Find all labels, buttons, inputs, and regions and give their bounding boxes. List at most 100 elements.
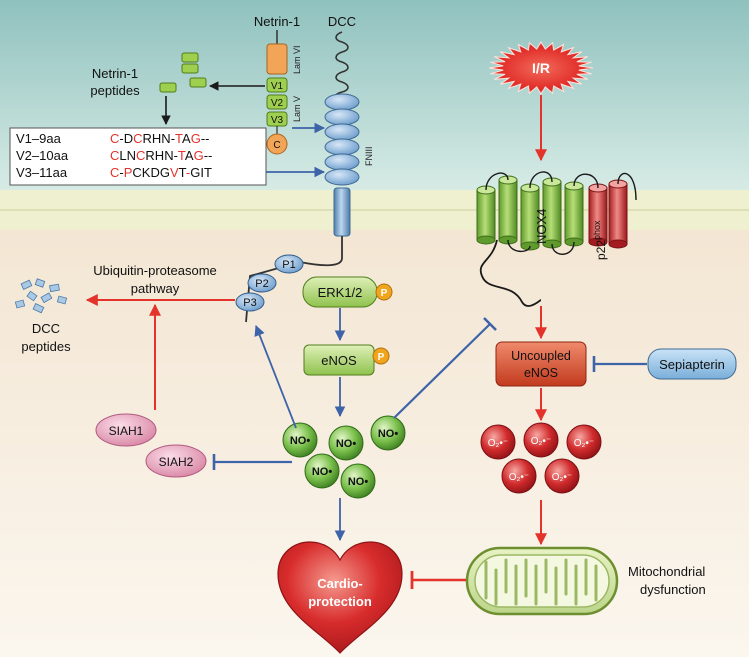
dcc-transmembrane: [333, 187, 351, 237]
c-domain-label: C: [273, 140, 280, 151]
v1-domain: [266, 77, 288, 93]
nitric-oxide-molecule: NO•: [370, 415, 406, 451]
nox4-complex: [476, 171, 637, 255]
dcc-label: DCC: [328, 14, 356, 29]
svg-text:NO•: NO•: [312, 466, 333, 478]
dcc-p2-site: P2: [247, 273, 277, 293]
enos-phospho-badge: P: [372, 347, 390, 365]
peptide-row: V3–11aa C-PCKDGVT-GIT: [16, 165, 212, 180]
dcc-receptor: DCC FNIII P1 P2 P3: [235, 14, 374, 323]
siah2-protein: SIAH2: [145, 444, 207, 478]
fniii-domain: [324, 93, 360, 111]
p22phox-label: p22phox: [592, 220, 608, 260]
lam-vi-label: Lam VI: [292, 45, 302, 74]
svg-text:NO•: NO•: [378, 428, 399, 440]
svg-text:SIAH2: SIAH2: [159, 455, 194, 469]
lam-vi-domain: [266, 43, 288, 75]
siah1-protein: SIAH1: [95, 413, 157, 447]
dcc-peptide-fragments-icon: [14, 278, 68, 314]
netrin-peptides-label-1: Netrin-1: [92, 66, 138, 81]
nox4-helix: [498, 175, 518, 245]
nitric-oxide-molecule: NO•: [304, 453, 340, 489]
nox4-intracellular-loops: [507, 239, 575, 255]
v2-domain: [266, 94, 288, 110]
c-domain: [266, 133, 288, 155]
nitric-oxide-molecule: NO•: [328, 425, 364, 461]
nitric-oxide-molecule: NO•: [282, 422, 318, 458]
netrin-peptides-icon: Netrin-1 peptides: [90, 52, 207, 98]
no-to-dcc-p-arrow: [254, 324, 297, 429]
svg-text:eNOS: eNOS: [524, 366, 558, 380]
svg-text:NO•: NO•: [290, 435, 311, 447]
fniii-domain: [324, 108, 360, 126]
peptide-sequence: C-PCKDGVT-GIT: [110, 165, 212, 180]
mito-label-2: dysfunction: [640, 582, 706, 597]
erk12-box: ERK1/2: [302, 276, 378, 308]
svg-text:O₂•⁻: O₂•⁻: [488, 438, 508, 449]
superoxide-molecule: O₂•⁻: [501, 458, 537, 494]
dcc-ig-domains: [335, 31, 349, 101]
ubiquitin-label-2: pathway: [131, 281, 180, 296]
svg-text:P: P: [381, 288, 388, 299]
fniii-label: FNIII: [364, 147, 374, 167]
v1-label: V1: [271, 81, 284, 92]
enos-box: eNOS: [303, 344, 375, 376]
uncoupled-enos-box: Uncoupled eNOS: [495, 341, 587, 387]
nox4-helix: [476, 185, 496, 245]
dcc-p1-site: P1: [274, 254, 304, 274]
svg-text:ERK1/2: ERK1/2: [318, 285, 363, 300]
svg-text:p22phox: p22phox: [592, 220, 608, 260]
dcc-p3-site: P3: [235, 292, 265, 312]
svg-text:P: P: [378, 352, 385, 363]
peptide-sequence: CLNCRHN-TAG--: [110, 148, 212, 163]
svg-text:P3: P3: [243, 297, 256, 309]
peptide-name: V2–10aa: [16, 148, 69, 163]
ischemia-reperfusion-burst: I/R: [488, 41, 594, 95]
peptide-row: V2–10aa CLNCRHN-TAG--: [16, 148, 212, 163]
netrin-peptides-label-2: peptides: [90, 83, 140, 98]
svg-text:O₂•⁻: O₂•⁻: [552, 472, 572, 483]
svg-text:eNOS: eNOS: [321, 353, 357, 368]
lipid-bilayer: [0, 190, 749, 230]
dcc-peptides-label-2: peptides: [21, 339, 71, 354]
peptide-name: V3–11aa: [16, 165, 68, 180]
svg-text:P2: P2: [255, 278, 268, 290]
v2-label: V2: [271, 98, 284, 109]
svg-text:I/R: I/R: [532, 60, 550, 76]
svg-text:SIAH1: SIAH1: [109, 424, 144, 438]
mito-inhibits-cardioprotection: [410, 571, 466, 589]
no-inhibits-nox4: [393, 317, 497, 419]
sepiapterin-inhibits-uncoupled: [592, 356, 647, 372]
netrin-1-protein: Netrin-1 V1 V2 V3 C Lam VI Lam V: [254, 14, 302, 155]
no-inhibits-siah2: [212, 454, 292, 470]
svg-text:NO•: NO•: [336, 438, 357, 450]
heart-icon: [277, 541, 403, 654]
svg-text:NO•: NO•: [348, 476, 369, 488]
svg-text:O₂•⁻: O₂•⁻: [531, 436, 551, 447]
svg-text:P1: P1: [282, 259, 295, 271]
mito-label-1: Mitochondrial: [628, 564, 705, 579]
svg-text:Sepiapterin: Sepiapterin: [659, 357, 725, 372]
fniii-domain: [324, 153, 360, 171]
peptide-sequence: C-DCRHN-TAG--: [110, 131, 210, 146]
cardioprotection-label-1: Cardio-: [317, 576, 363, 591]
superoxide-molecule: O₂•⁻: [544, 458, 580, 494]
fniii-domain: [324, 138, 360, 156]
p22phox-helix: [588, 183, 608, 247]
nox4-extracellular-loops: [485, 171, 637, 201]
svg-text:O₂•⁻: O₂•⁻: [509, 472, 529, 483]
dcc-peptides-label-1: DCC: [32, 321, 60, 336]
ubiquitin-label-1: Ubiquitin-proteasome: [93, 263, 217, 278]
nitric-oxide-molecule: NO•: [340, 463, 376, 499]
superoxide-molecule: O₂•⁻: [480, 424, 516, 460]
cardioprotection-label-2: protection: [308, 594, 372, 609]
sepiapterin-box: Sepiapterin: [647, 348, 737, 380]
nox4-label: NOX4: [534, 209, 549, 244]
nox4-cytoplasmic-loop: [479, 239, 542, 307]
v3-label: V3: [271, 115, 284, 126]
p22phox-helix: [608, 179, 628, 249]
fniii-domain: [324, 168, 360, 186]
